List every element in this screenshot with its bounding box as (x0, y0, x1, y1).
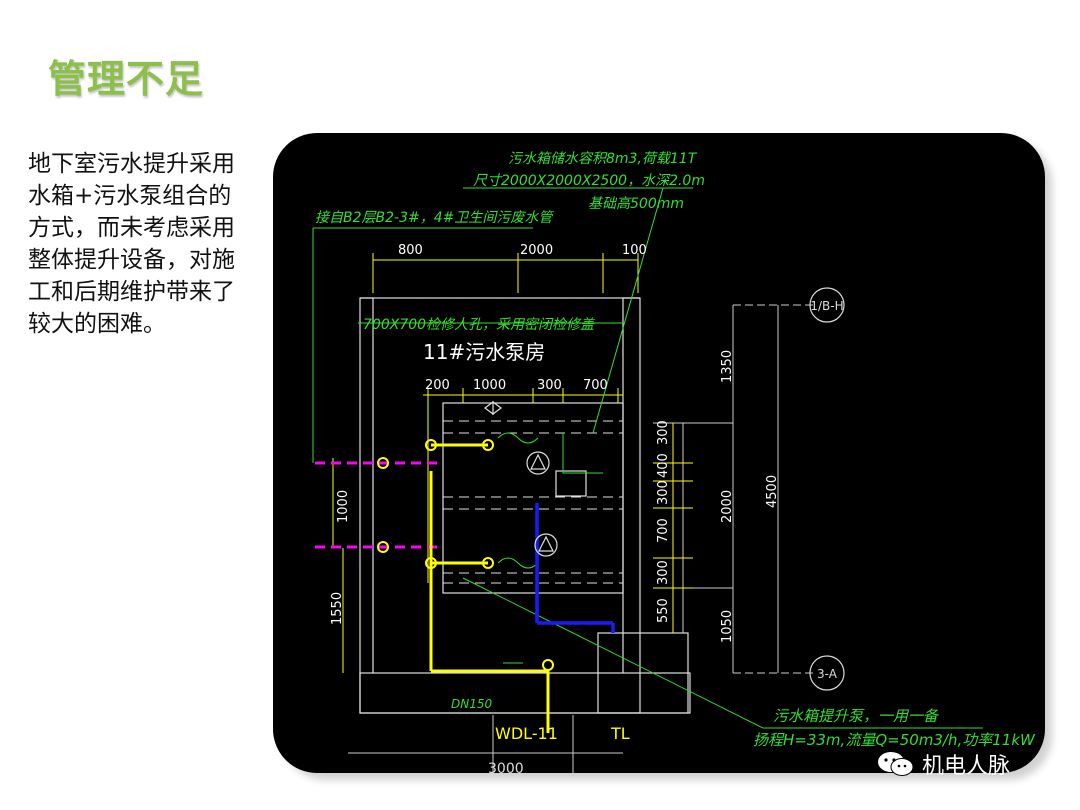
dim-inner-1: 200 (425, 378, 450, 393)
axis-label-top: 1/B-H (810, 299, 843, 313)
dim-right-small-1: 300 (656, 420, 671, 445)
dim-right-small-2: 400 (656, 453, 671, 478)
cad-drawing: 1/B-H 3-A (312, 151, 1036, 773)
axis-bubble-top (809, 287, 845, 323)
watermark: 机电人脉 (876, 748, 1010, 780)
room-label: 11#污水泵房 (423, 340, 545, 364)
note-base-height: 基础高500mm (588, 196, 684, 212)
tl-label: TL (610, 724, 630, 743)
dim-right-mid-1: 1350 (720, 350, 735, 383)
riser-label: WDL-11 (495, 724, 558, 743)
dim-right-mid-2: 2000 (720, 490, 735, 523)
watermark-text: 机电人脉 (922, 754, 1011, 779)
note-tank-volume: 污水箱储水容积8m3,荷载11T (508, 151, 698, 167)
pump-note-1: 污水箱提升泵，一用一备 (773, 707, 940, 725)
note-tank-size: 尺寸2000X2000X2500，水深2.0m (473, 173, 705, 189)
dim-top-2: 2000 (520, 243, 553, 258)
slide-title: 管理不足 (48, 57, 205, 101)
axis-label-bottom: 3-A (817, 667, 838, 681)
dim-inner-3: 300 (537, 378, 562, 393)
pump-guide (555, 470, 587, 497)
valve-icon (484, 400, 502, 416)
dim-right-total: 4500 (765, 475, 780, 508)
dim-top-3: 100 (622, 243, 647, 258)
dim-left-1: 1000 (336, 490, 351, 523)
pump-2-icon (534, 533, 558, 557)
pump-note-2: 扬程H=33m,流量Q=50m3/h,功率11kW (753, 731, 1036, 749)
axis-bubble-bottom (809, 655, 845, 691)
base-slab (359, 672, 691, 714)
dim-right-small-4: 700 (656, 518, 671, 543)
dim-right-small-5: 300 (656, 560, 671, 585)
dim-top-1: 800 (398, 243, 423, 258)
pump-1-icon (526, 451, 550, 475)
note-access-hole: 700X700检修人孔，采用密闭检修盖 (363, 317, 595, 333)
dim-right-small-6: 550 (656, 598, 671, 623)
slide-body-text: 地下室污水提升采用水箱+污水泵组合的方式，而未考虑采用整体提升设备，对施工和后期… (28, 151, 235, 337)
dim-inner-2: 1000 (473, 378, 506, 393)
dim-right-mid-3: 1050 (720, 610, 735, 643)
pipe-label: DN150 (451, 697, 492, 711)
note-inlet: 接自B2层B2-3#，4#卫生间污废水管 (315, 210, 554, 226)
dim-left-2: 1550 (330, 592, 345, 625)
cad-drawing-panel: 1/B-H 3-A (273, 133, 1045, 773)
wechat-icon (878, 752, 914, 776)
dim-inner-4: 700 (583, 378, 608, 393)
dim-bottom: 3000 (488, 761, 524, 773)
dim-right-small-3: 300 (656, 480, 671, 505)
tl-pit (597, 632, 689, 714)
